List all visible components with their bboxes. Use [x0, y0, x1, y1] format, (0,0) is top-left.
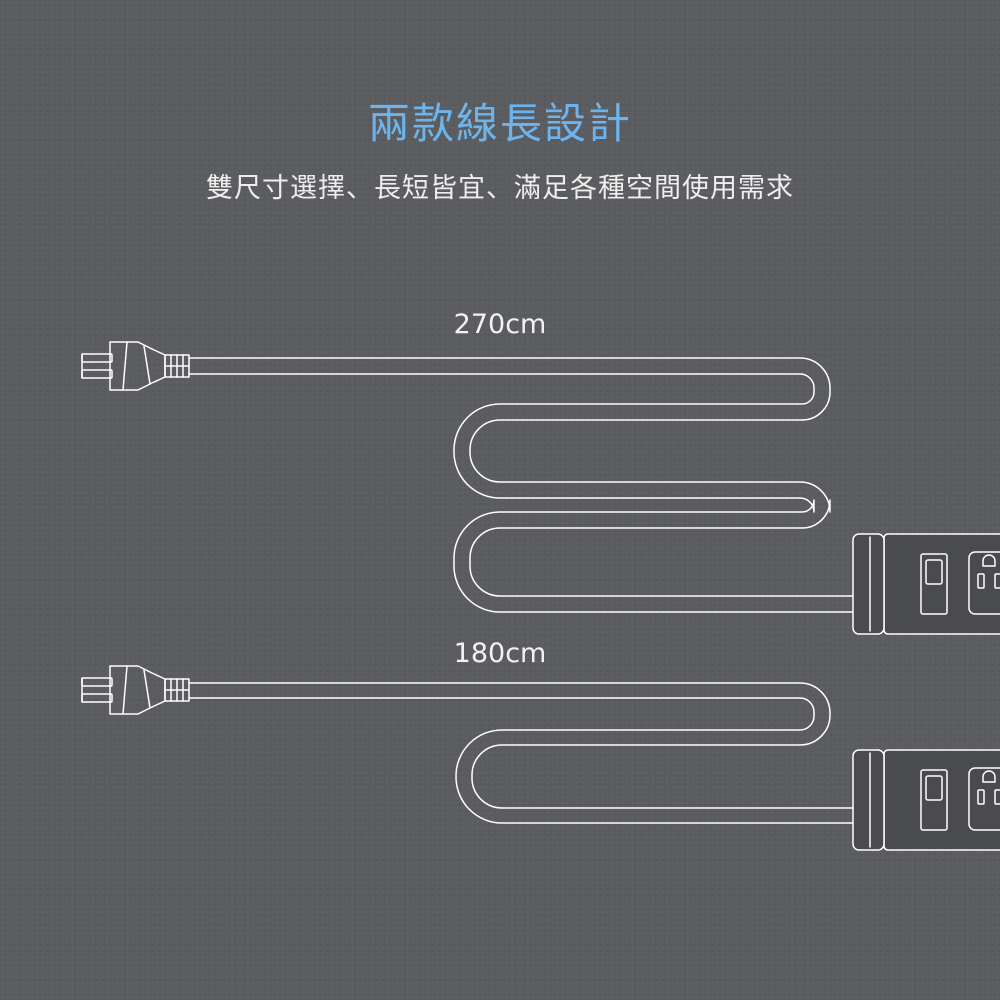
cord-length-label-short: 180cm — [453, 638, 547, 669]
cord-path-long — [188, 357, 859, 597]
cord-length-label-long: 270cm — [453, 309, 547, 340]
power-strip-short — [852, 749, 1000, 851]
power-strip-long — [852, 533, 1000, 635]
page-title: 兩款線長設計 — [367, 99, 632, 148]
cord-path-short — [188, 682, 859, 809]
plug-illustration-long — [81, 341, 190, 391]
page-subtitle: 雙尺寸選擇、長短皆宜、滿足各種空間使用需求 — [206, 173, 794, 204]
plug-illustration-short — [81, 665, 190, 715]
